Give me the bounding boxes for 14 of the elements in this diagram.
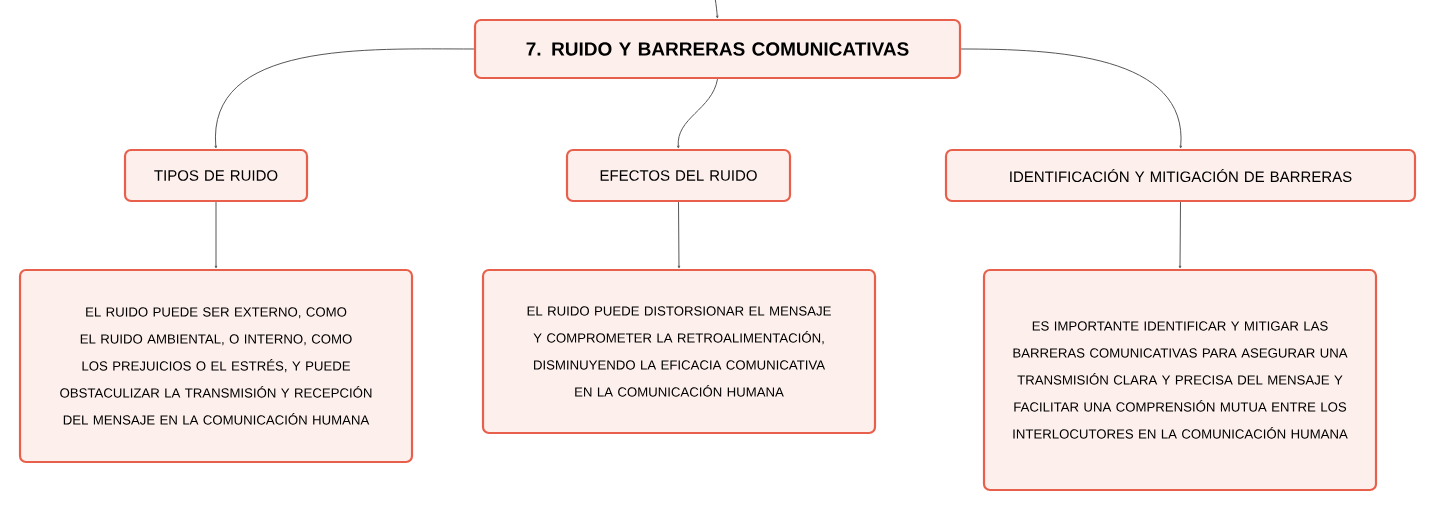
description-box: ES IMPORTANTE IDENTIFICAR Y MITIGAR LAS BARRERAS COMUNICATIVAS PARA ASEGURAR UNA TRANSMISIÓN CLARA Y PRECISA DEL MENSAJE Y FACILITAR UNA COMPRENSIÓN MUTUA ENTRE LOS INTERLOCUTORES EN LA COMUNICACIÓN HUMANA <box>982 268 1378 492</box>
arrow <box>714 0 719 19</box>
arrow <box>1178 201 1182 269</box>
topic-box: EFECTOS DEL RUIDO <box>565 148 792 203</box>
topic-box: IDENTIFICACIÓN Y MITIGACIÓN DE BARRERAS <box>944 148 1417 203</box>
arrow <box>676 78 718 149</box>
title-box: 7. RUIDO Y BARRERAS COMUNICATIVAS <box>473 18 962 80</box>
topic-box: TIPOS DE RUIDO <box>123 148 309 203</box>
arrow <box>677 201 681 269</box>
description-box: EL RUIDO PUEDE DISTORSIONAR EL MENSAJE Y COMPROMETER LA RETROALIMENTACIÓN, DISMINUYENDO LA EFICACIA COMUNICATIVA EN LA COMUNICACIÓN HUMANA <box>481 268 877 435</box>
arrow <box>214 48 475 149</box>
description-box: EL RUIDO PUEDE SER EXTERNO, COMO EL RUIDO AMBIENTAL, O INTERNO, COMO LOS PREJUICIOS O EL ESTRÉS, Y PUEDE OBSTACULIZAR LA TRANSMISIÓN Y RECEPCIÓN DEL MENSAJE EN LA COMUNICACIÓN HUMANA <box>18 268 414 464</box>
arrow <box>960 48 1183 149</box>
arrow <box>214 201 218 269</box>
